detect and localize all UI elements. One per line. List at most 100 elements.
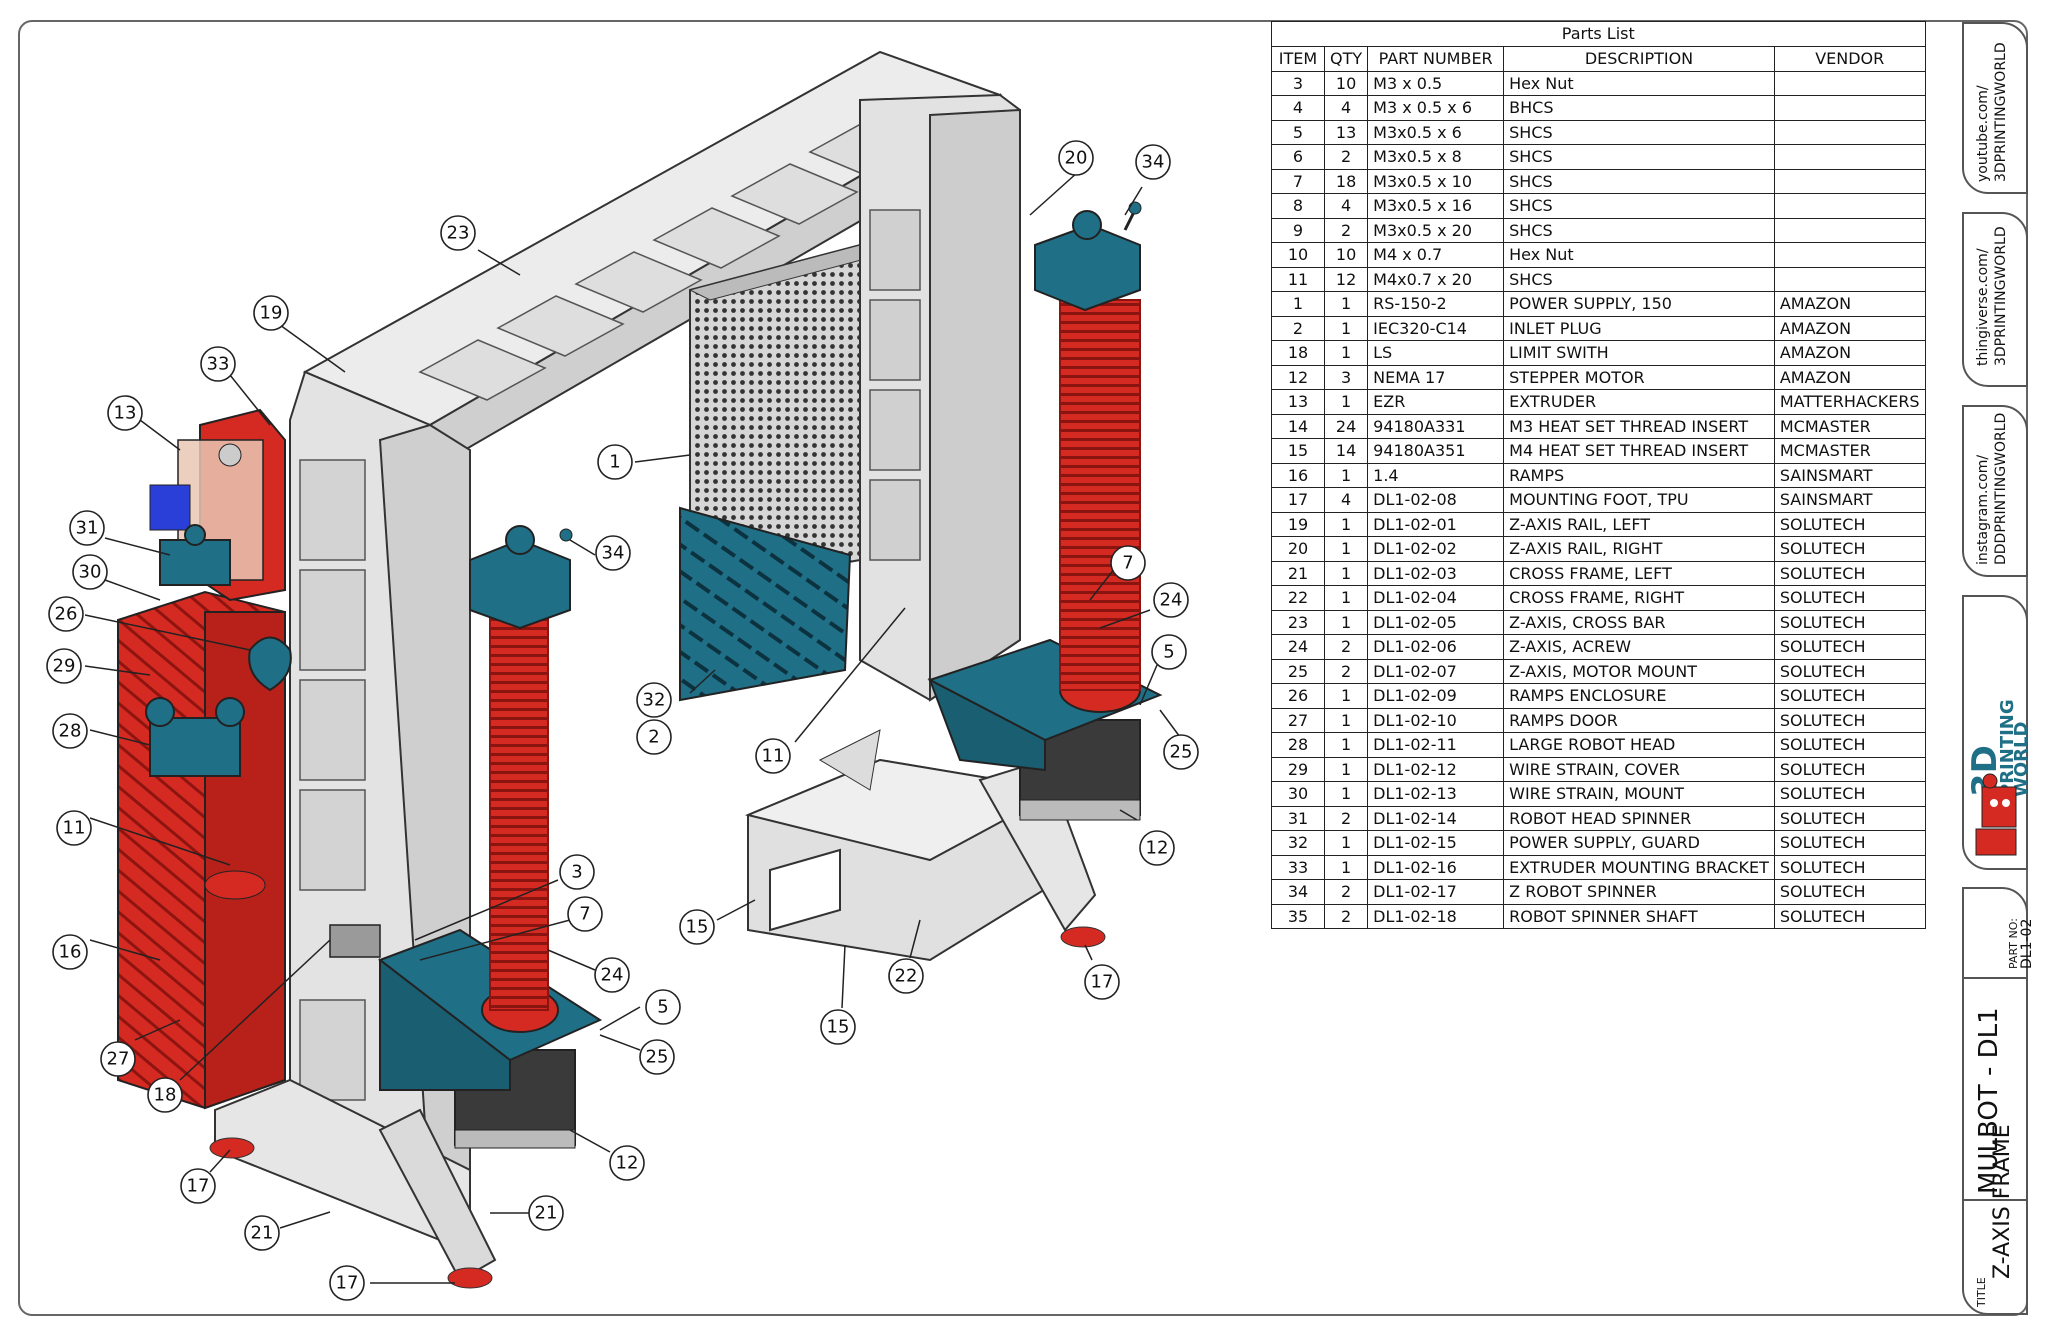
balloon-number: 19 <box>260 303 283 324</box>
cell-qty: 1 <box>1323 462 1369 488</box>
cell-qty: 4 <box>1323 193 1369 219</box>
balloon-number: 5 <box>1163 642 1174 663</box>
cell-qty: 1 <box>1323 707 1369 733</box>
cell-vendor: SOLUTECH <box>1773 854 1926 880</box>
cell-qty: 4 <box>1323 95 1369 121</box>
cross-frame-left <box>209 1078 497 1289</box>
cell-part-number: DL1-02-04 <box>1367 585 1505 611</box>
thingiverse-box: thingiverse.com/ 3DPRINTINGWORLD <box>1962 212 2028 387</box>
cell-part-number: DL1-02-09 <box>1367 683 1505 709</box>
parts-list-title: Parts List <box>1271 21 1926 46</box>
balloon-callout: 30 <box>72 554 108 590</box>
balloon-callout: 24 <box>594 957 630 993</box>
balloon-number: 27 <box>107 1049 130 1070</box>
cell-part-number: DL1-02-02 <box>1367 536 1505 562</box>
cell-qty: 1 <box>1323 536 1369 562</box>
cell-item: 26 <box>1271 683 1325 709</box>
cell-description: M3 HEAT SET THREAD INSERT <box>1503 413 1775 439</box>
cell-part-number: DL1-02-06 <box>1367 634 1505 660</box>
cell-vendor <box>1773 70 1926 96</box>
cell-qty: 14 <box>1323 438 1369 464</box>
cell-qty: 2 <box>1323 903 1369 929</box>
cell-vendor <box>1773 168 1926 194</box>
cell-item: 31 <box>1271 805 1325 831</box>
cell-description: SHCS <box>1503 217 1775 243</box>
cross-frame-right <box>744 729 1106 962</box>
logo-box: 3D PRINTING WORLD <box>1962 595 2032 870</box>
balloon-number: 15 <box>827 1017 850 1038</box>
balloon-number: 11 <box>63 818 86 839</box>
cell-vendor: SOLUTECH <box>1773 732 1926 758</box>
cell-description: WIRE STRAIN, COVER <box>1503 756 1775 782</box>
header-part-number: PART NUMBER <box>1367 46 1505 72</box>
cell-part-number: M3x0.5 x 20 <box>1367 217 1505 243</box>
cell-part-number: DL1-02-12 <box>1367 756 1505 782</box>
balloon-callout: 20 <box>1058 140 1094 176</box>
cell-part-number: DL1-02-08 <box>1367 487 1505 513</box>
cell-qty: 2 <box>1323 217 1369 243</box>
cell-part-number: 94180A351 <box>1367 438 1505 464</box>
balloon-callout: 5 <box>1151 634 1187 670</box>
balloon-number: 32 <box>643 690 666 711</box>
balloon-number: 28 <box>59 721 82 742</box>
cell-qty: 1 <box>1323 315 1369 341</box>
cell-vendor: SAINSMART <box>1773 462 1926 488</box>
cell-part-number: DL1-02-01 <box>1367 511 1505 537</box>
cell-description: ROBOT HEAD SPINNER <box>1503 805 1775 831</box>
cell-description: SHCS <box>1503 119 1775 145</box>
balloon-callout: 2 <box>636 719 672 755</box>
part-no-value: DL1-02 <box>2019 918 2035 969</box>
cell-vendor: SOLUTECH <box>1773 585 1926 611</box>
cell-vendor: SOLUTECH <box>1773 683 1926 709</box>
right-motor-assembly <box>927 201 1163 821</box>
cell-description: M4 HEAT SET THREAD INSERT <box>1503 438 1775 464</box>
cell-qty: 10 <box>1323 242 1369 268</box>
cell-vendor: SOLUTECH <box>1773 609 1926 635</box>
cell-vendor <box>1773 242 1926 268</box>
cell-item: 25 <box>1271 658 1325 684</box>
cell-item: 21 <box>1271 560 1325 586</box>
youtube-line-1: youtube.com/ <box>1975 85 1991 182</box>
balloon-number: 33 <box>207 354 230 375</box>
cell-item: 8 <box>1271 193 1325 219</box>
cell-part-number: DL1-02-11 <box>1367 732 1505 758</box>
cell-part-number: DL1-02-18 <box>1367 903 1505 929</box>
cell-item: 20 <box>1271 536 1325 562</box>
cell-qty: 12 <box>1323 266 1369 292</box>
cell-item: 32 <box>1271 830 1325 856</box>
cell-description: SHCS <box>1503 168 1775 194</box>
header-qty: QTY <box>1323 46 1369 72</box>
cell-description: STEPPER MOTOR <box>1503 364 1775 390</box>
cell-item: 12 <box>1271 364 1325 390</box>
cell-item: 13 <box>1271 389 1325 415</box>
balloon-number: 13 <box>114 403 137 424</box>
cell-vendor <box>1773 95 1926 121</box>
cell-item: 34 <box>1271 879 1325 905</box>
cell-part-number: M3x0.5 x 6 <box>1367 119 1505 145</box>
cell-vendor: SOLUTECH <box>1773 560 1926 586</box>
balloon-number: 30 <box>79 562 102 583</box>
cell-qty: 1 <box>1323 291 1369 317</box>
cell-description: LARGE ROBOT HEAD <box>1503 732 1775 758</box>
cell-part-number: M4x0.7 x 20 <box>1367 266 1505 292</box>
balloon-number: 7 <box>1122 553 1133 574</box>
ramps-enclosure <box>117 590 286 1110</box>
extruder-assembly <box>149 408 292 692</box>
cell-description: Z-AXIS, MOTOR MOUNT <box>1503 658 1775 684</box>
cell-qty: 1 <box>1323 585 1369 611</box>
cell-item: 14 <box>1271 413 1325 439</box>
cell-description: Hex Nut <box>1503 242 1775 268</box>
cell-vendor: SOLUTECH <box>1773 536 1926 562</box>
cell-description: POWER SUPPLY, GUARD <box>1503 830 1775 856</box>
balloon-callout: 21 <box>244 1215 280 1251</box>
